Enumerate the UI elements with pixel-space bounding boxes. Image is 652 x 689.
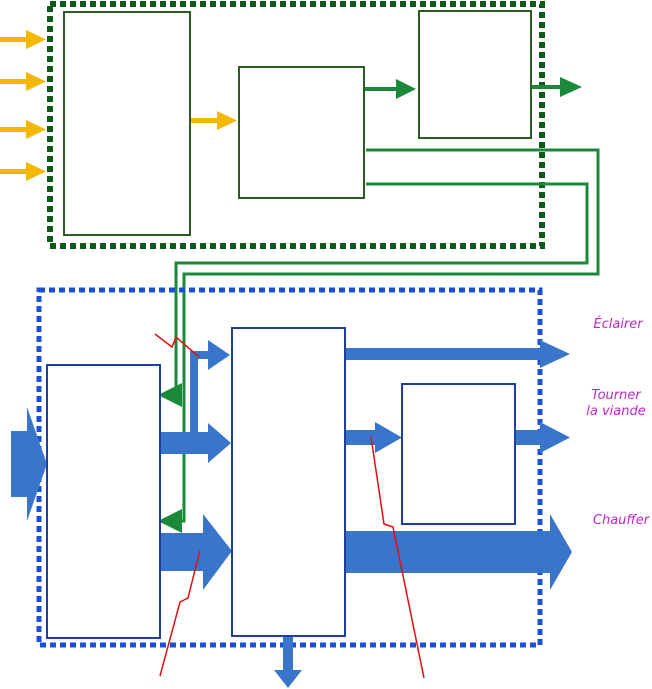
label-chauffer: Chauffer [592, 513, 650, 528]
red-loss-line-bottom-right [370, 436, 425, 679]
blue-output-eclairer [345, 340, 570, 368]
red-loss-line-top [154, 333, 200, 358]
blue-output-chauffer [345, 514, 572, 590]
blue-arrow-center-to-right [345, 422, 402, 453]
green-box-center [238, 66, 365, 199]
blue-box-center [231, 327, 346, 637]
blue-box-left [46, 364, 161, 639]
orange-input-arrow [0, 72, 46, 91]
orange-input-arrow [0, 162, 46, 181]
green-box-right [418, 10, 532, 139]
green-control-line-outer [158, 148, 600, 533]
blue-box-right [401, 383, 516, 525]
blue-arrows-left-to-center [160, 340, 232, 590]
green-arrow-center-to-right [365, 79, 416, 99]
blue-input-arrow [11, 407, 47, 521]
green-control-line-inner [158, 182, 589, 407]
label-tourner: Tourner [591, 388, 641, 403]
green-arrow-output [532, 77, 582, 97]
blue-output-down [274, 636, 302, 688]
orange-input-arrow [0, 120, 46, 139]
upper-system-boundary [47, 1, 545, 249]
orange-input-arrow [0, 30, 46, 49]
blue-output-tourner [515, 422, 570, 453]
orange-input-arrows [0, 30, 46, 181]
orange-internal-arrow [191, 111, 237, 130]
label-tourner-line2: la viande [586, 404, 646, 419]
label-eclairer: Éclairer [593, 317, 643, 332]
green-box-left [63, 11, 191, 236]
red-loss-line-bottom-left [159, 549, 201, 677]
